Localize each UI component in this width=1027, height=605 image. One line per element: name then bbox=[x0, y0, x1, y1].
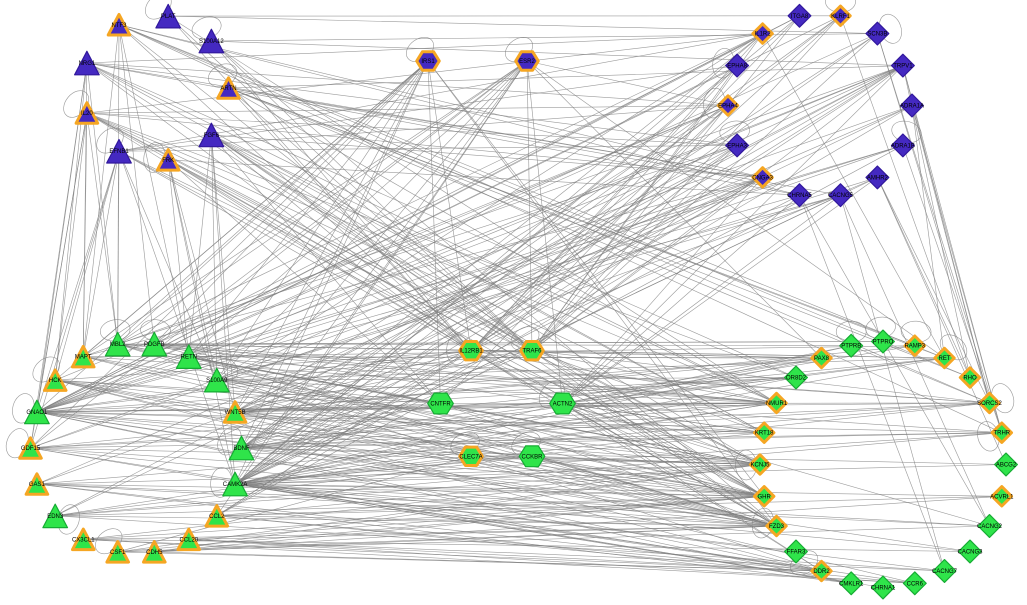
svg-text:CCKBR: CCKBR bbox=[521, 454, 543, 460]
svg-text:CHRNA1: CHRNA1 bbox=[871, 586, 896, 592]
svg-text:GAS1: GAS1 bbox=[29, 482, 46, 488]
svg-text:CCL2: CCL2 bbox=[209, 514, 225, 520]
svg-text:RET: RET bbox=[939, 356, 951, 362]
svg-text:CCL20: CCL20 bbox=[179, 537, 198, 543]
svg-text:AMHR2: AMHR2 bbox=[867, 175, 889, 181]
svg-text:FRK: FRK bbox=[162, 158, 174, 164]
svg-text:SORCS2: SORCS2 bbox=[977, 401, 1002, 407]
svg-text:BDNF: BDNF bbox=[233, 446, 250, 452]
svg-text:RHO: RHO bbox=[963, 376, 977, 382]
svg-text:CLEC7A: CLEC7A bbox=[459, 454, 482, 460]
svg-text:GHR: GHR bbox=[758, 494, 772, 500]
svg-text:IL12RB1: IL12RB1 bbox=[459, 349, 483, 355]
svg-text:NTF3: NTF3 bbox=[112, 23, 128, 29]
svg-text:CSF1: CSF1 bbox=[110, 550, 126, 556]
svg-text:ARTN: ARTN bbox=[220, 86, 236, 92]
svg-text:PTPRB: PTPRB bbox=[841, 344, 861, 350]
svg-text:EDN3: EDN3 bbox=[47, 514, 64, 520]
svg-text:FFAR3: FFAR3 bbox=[787, 550, 806, 556]
svg-text:IL1R2: IL1R2 bbox=[755, 32, 772, 38]
svg-text:CNGA3: CNGA3 bbox=[752, 175, 773, 181]
svg-text:MAPT: MAPT bbox=[75, 355, 92, 361]
svg-text:IL20: IL20 bbox=[81, 111, 93, 117]
svg-text:RAMP3: RAMP3 bbox=[904, 344, 925, 350]
svg-text:NRG1: NRG1 bbox=[79, 61, 96, 67]
svg-text:ESR2: ESR2 bbox=[519, 59, 535, 65]
svg-text:ACTN2: ACTN2 bbox=[553, 402, 573, 408]
svg-text:GNAO1: GNAO1 bbox=[26, 410, 48, 416]
svg-text:PLAT: PLAT bbox=[161, 14, 176, 20]
svg-text:TRHR: TRHR bbox=[993, 431, 1010, 437]
svg-text:PTPRO: PTPRO bbox=[873, 340, 894, 346]
svg-text:EPHA3: EPHA3 bbox=[727, 143, 747, 149]
svg-text:EPHA8: EPHA8 bbox=[727, 64, 747, 70]
svg-text:WNT5B: WNT5B bbox=[225, 410, 246, 416]
svg-text:CACNG2: CACNG2 bbox=[977, 524, 1003, 530]
svg-text:SCN3B: SCN3B bbox=[867, 32, 887, 38]
svg-text:FZD3: FZD3 bbox=[769, 524, 785, 530]
svg-text:MBL2: MBL2 bbox=[110, 342, 126, 348]
svg-text:CCR6: CCR6 bbox=[907, 581, 924, 587]
svg-text:CDH5: CDH5 bbox=[146, 550, 163, 556]
svg-text:CACNG3: CACNG3 bbox=[957, 550, 983, 556]
svg-text:CNTFR: CNTFR bbox=[430, 402, 451, 408]
svg-text:CMKLR1: CMKLR1 bbox=[839, 581, 864, 587]
svg-text:PAX8: PAX8 bbox=[814, 356, 830, 362]
svg-text:PDGFB: PDGFB bbox=[144, 342, 165, 348]
svg-text:ACVRL1: ACVRL1 bbox=[990, 494, 1014, 500]
svg-text:KCNJ5: KCNJ5 bbox=[750, 463, 770, 469]
svg-text:TRPV1: TRPV1 bbox=[893, 64, 913, 70]
svg-text:ADRA1A: ADRA1A bbox=[900, 104, 924, 110]
svg-text:CAMK2A: CAMK2A bbox=[223, 482, 248, 488]
svg-text:KRT18: KRT18 bbox=[755, 431, 774, 437]
svg-text:S100A9: S100A9 bbox=[206, 378, 228, 384]
svg-text:CX3CL1: CX3CL1 bbox=[72, 537, 95, 543]
svg-text:OR8D2: OR8D2 bbox=[786, 376, 807, 382]
svg-text:FGF6: FGF6 bbox=[204, 133, 220, 139]
svg-text:S100A12: S100A12 bbox=[199, 39, 224, 45]
svg-text:CACNG5: CACNG5 bbox=[828, 193, 854, 199]
svg-text:ADRA1B: ADRA1B bbox=[891, 143, 915, 149]
svg-text:GDF15: GDF15 bbox=[21, 446, 41, 452]
svg-text:EFNB1: EFNB1 bbox=[109, 149, 129, 155]
svg-text:ABCG2: ABCG2 bbox=[996, 463, 1017, 469]
svg-text:DDR2: DDR2 bbox=[813, 569, 830, 575]
svg-text:HCK: HCK bbox=[49, 378, 62, 384]
svg-text:TRAF6: TRAF6 bbox=[522, 349, 542, 355]
svg-text:ITGA8: ITGA8 bbox=[791, 14, 809, 20]
svg-text:RETN: RETN bbox=[181, 355, 197, 361]
svg-text:EPHA4: EPHA4 bbox=[718, 104, 738, 110]
svg-text:NMUR1: NMUR1 bbox=[766, 401, 788, 407]
svg-text:CACNG7: CACNG7 bbox=[932, 569, 958, 575]
svg-text:KLRF1: KLRF1 bbox=[831, 14, 850, 20]
svg-text:CHRNA5: CHRNA5 bbox=[787, 193, 812, 199]
svg-text:IRS1: IRS1 bbox=[421, 59, 435, 65]
